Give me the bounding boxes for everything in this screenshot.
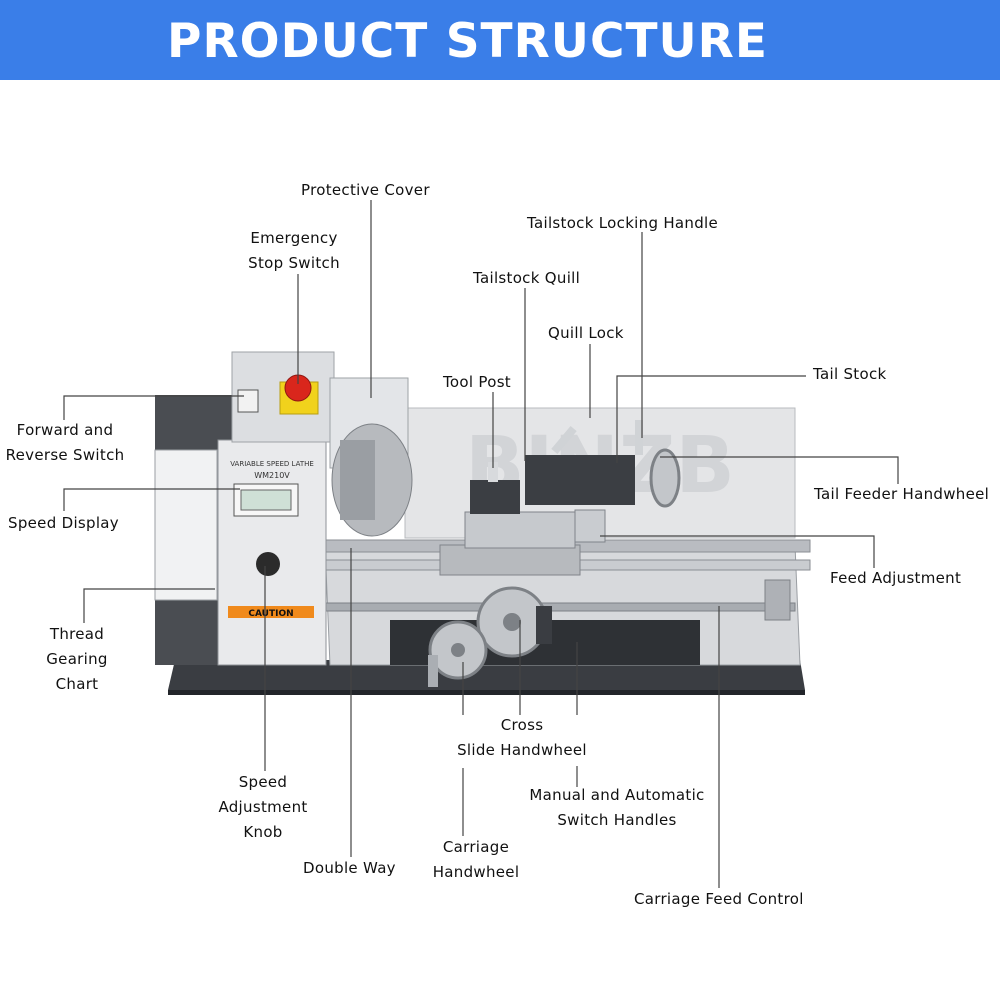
label-manual-auto-line1: Manual and Automatic: [529, 786, 705, 804]
label-carriage-feed-control: Carriage Feed Control: [634, 890, 804, 908]
label-forward-reverse-line1: Forward and: [16, 421, 114, 439]
label-tool-post: Tool Post: [443, 373, 511, 391]
label-forward-reverse: Forward and Reverse Switch: [6, 418, 125, 468]
label-cross-slide-handwheel: Cross Slide Handwheel: [457, 713, 587, 763]
label-thread-line1: Thread: [49, 625, 105, 643]
label-emergency-stop-line2: Stop Switch: [248, 254, 340, 272]
label-thread-gearing-chart: Thread Gearing Chart: [46, 622, 108, 697]
label-carriage-handwheel-line1: Carriage: [442, 838, 510, 856]
label-emergency-stop: Emergency Stop Switch: [248, 226, 340, 276]
leader-forward-reverse: [63, 395, 244, 420]
leader-lines: [63, 200, 899, 888]
title-banner: PRODUCT STRUCTURE: [0, 0, 1000, 80]
label-manual-automatic: Manual and Automatic Switch Handles: [529, 783, 704, 833]
panel-brand: VARIABLE SPEED LATHE: [230, 460, 314, 468]
label-speed-knob-line3: Knob: [243, 823, 283, 841]
leader-speed-display: [63, 488, 240, 511]
label-tail-stock: Tail Stock: [813, 365, 887, 383]
label-forward-reverse-line2: Reverse Switch: [5, 446, 125, 464]
label-carriage-handwheel-line2: Handwheel: [432, 863, 520, 881]
label-cross-slide-line1: Cross: [500, 716, 544, 734]
label-carriage-handwheel: Carriage Handwheel: [433, 835, 520, 885]
label-tailstock-quill: Tailstock Quill: [473, 269, 581, 287]
label-speed-knob-line1: Speed: [238, 773, 288, 791]
leader-tail-feeder-handwheel: [660, 456, 899, 484]
label-tailstock-locking-handle: Tailstock Locking Handle: [527, 214, 719, 232]
page-title: PRODUCT STRUCTURE: [167, 14, 768, 69]
label-protective-cover: Protective Cover: [301, 181, 430, 199]
label-emergency-stop-line1: Emergency: [250, 229, 338, 247]
label-quill-lock: Quill Lock: [548, 324, 624, 342]
leader-thread-chart: [83, 588, 215, 623]
label-thread-line2: Gearing: [46, 650, 108, 668]
label-double-way: Double Way: [303, 859, 396, 877]
label-speed-adjustment-knob: Speed Adjustment Knob: [218, 770, 307, 845]
label-feed-adjustment: Feed Adjustment: [830, 569, 962, 587]
label-tail-feeder-handwheel: Tail Feeder Handwheel: [814, 485, 990, 503]
label-speed-display: Speed Display: [8, 514, 119, 532]
label-cross-slide-line2: Slide Handwheel: [457, 741, 587, 759]
label-thread-line3: Chart: [55, 675, 99, 693]
label-speed-knob-line2: Adjustment: [218, 798, 308, 816]
leader-feed-adjustment: [600, 535, 875, 568]
leader-tail-stock: [616, 375, 806, 463]
caution-label: CAUTION: [248, 609, 293, 619]
label-manual-auto-line2: Switch Handles: [557, 811, 677, 829]
panel-model: WM210V: [254, 471, 290, 480]
